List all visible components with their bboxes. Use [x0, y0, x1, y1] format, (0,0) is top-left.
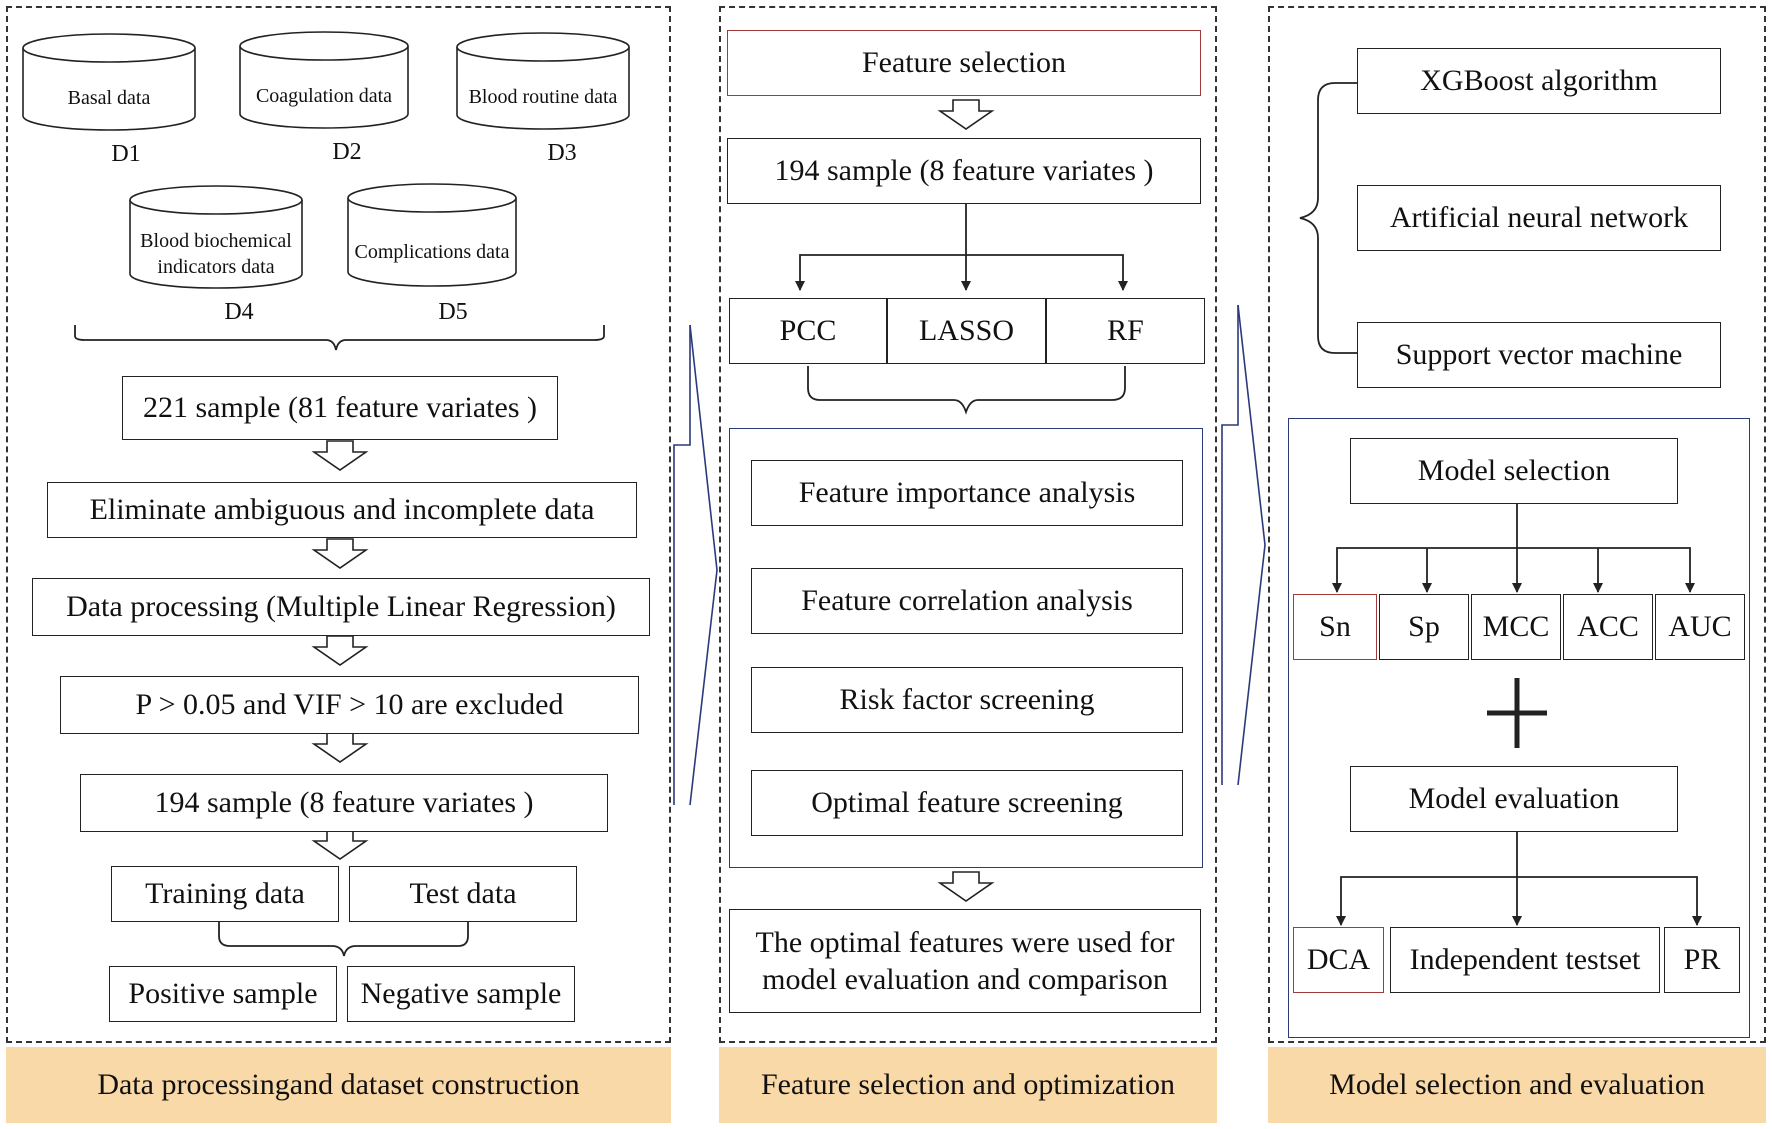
methods-brace — [807, 366, 1126, 415]
metric-sn: Sn — [1293, 594, 1377, 660]
algorithm-svm: Support vector machine — [1357, 322, 1721, 388]
positive-sample-box: Positive sample — [109, 966, 337, 1022]
eval-pr: PR — [1664, 927, 1740, 993]
model-container — [1288, 418, 1750, 1038]
analysis-optimal-feature: Optimal feature screening — [751, 770, 1183, 836]
footer-feature-selection: Feature selection and optimization — [719, 1047, 1217, 1123]
test-data-box: Test data — [349, 866, 577, 922]
method-rf: RF — [1046, 298, 1205, 364]
metric-acc: ACC — [1563, 594, 1653, 660]
database-basal-data: Basal data — [67, 87, 151, 109]
database-id-d4: D4 — [224, 299, 254, 325]
database-id-d2: D2 — [332, 139, 362, 165]
step-data-processing: Data processing (Multiple Linear Regress… — [32, 578, 650, 636]
footer-model-selection: Model selection and evaluation — [1268, 1047, 1766, 1123]
panel-model-selection — [1268, 6, 1766, 1043]
database-cylinders — [22, 31, 630, 289]
metric-auc: AUC — [1655, 594, 1745, 660]
analysis-feature-correlation: Feature correlation analysis — [751, 568, 1183, 634]
model-selection-box: Model selection — [1350, 438, 1678, 504]
database-id-d3: D3 — [547, 140, 577, 166]
database-id-d5: D5 — [438, 299, 468, 325]
footer-data-processing: Data processingand dataset construction — [6, 1047, 671, 1123]
analysis-risk-factor: Risk factor screening — [751, 667, 1183, 733]
analysis-container — [729, 428, 1203, 868]
hollow-arrows — [311, 99, 995, 902]
eval-dca: DCA — [1293, 927, 1384, 993]
model-evaluation-box: Model evaluation — [1350, 766, 1678, 832]
plus-icon — [1487, 678, 1547, 748]
panel-feature-selection — [719, 6, 1217, 1043]
analysis-feature-importance: Feature importance analysis — [751, 460, 1183, 526]
database-blood-routine-data: Blood routine data — [468, 86, 618, 108]
split-brace — [218, 920, 469, 957]
method-pcc: PCC — [729, 298, 887, 364]
step-exclusion-criteria: P > 0.05 and VIF > 10 are excluded — [60, 676, 639, 734]
metric-sp: Sp — [1379, 594, 1469, 660]
method-lasso: LASSO — [887, 298, 1046, 364]
optimal-features-result: The optimal features were used for model… — [729, 909, 1201, 1013]
algorithms-brace — [1299, 82, 1360, 354]
databases-brace — [74, 325, 605, 351]
feature-194-sample: 194 sample (8 feature variates ) — [727, 138, 1201, 204]
panel-chevrons — [673, 304, 1266, 806]
step-194-sample: 194 sample (8 feature variates ) — [80, 774, 608, 832]
database-complications-data: Complications data — [354, 241, 510, 263]
negative-sample-box: Negative sample — [347, 966, 575, 1022]
metric-mcc: MCC — [1471, 594, 1561, 660]
panel-data-processing — [6, 6, 671, 1043]
database-id-d1: D1 — [111, 141, 141, 167]
step-eliminate-data: Eliminate ambiguous and incomplete data — [47, 482, 637, 538]
database-blood-biochemical-data: Blood biochemical indicators data — [140, 230, 292, 278]
algorithm-ann: Artificial neural network — [1357, 185, 1721, 251]
training-data-box: Training data — [111, 866, 339, 922]
algorithm-xgboost: XGBoost algorithm — [1357, 48, 1721, 114]
step-221-sample: 221 sample (81 feature variates ) — [122, 376, 558, 440]
database-coagulation-data: Coagulation data — [255, 85, 393, 107]
eval-independent-testset: Independent testset — [1390, 927, 1660, 993]
feature-selection-title: Feature selection — [727, 30, 1201, 96]
